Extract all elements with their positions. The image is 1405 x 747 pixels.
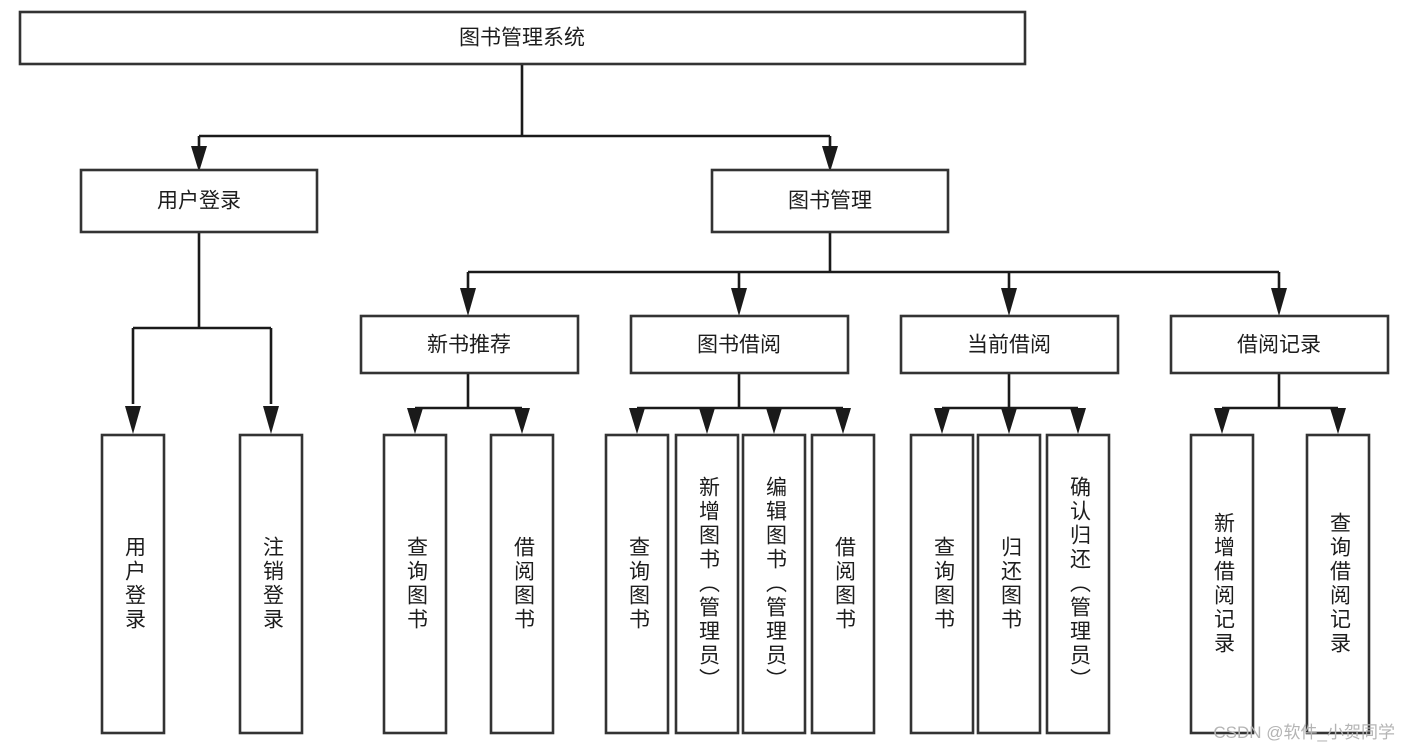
node-borrow-record-box[interactable] — [1169, 314, 1390, 375]
leaf-user-login-box[interactable] — [100, 433, 166, 735]
node-current-borrow[interactable]: 当前借阅 — [899, 314, 1120, 375]
leaf-bb-edit[interactable]: 编辑图书（管理员） — [741, 433, 807, 735]
arrow-to-leaf-cb-query — [934, 408, 950, 434]
node-book-manage[interactable]: 图书管理 — [710, 168, 950, 234]
node-root[interactable]: 图书管理系统 — [18, 10, 1027, 66]
leaf-cb-return-label: 归还图书 — [998, 536, 1022, 632]
arrow-to-leaf-bb-edit — [766, 408, 782, 434]
leaf-nb-query-box[interactable] — [382, 433, 448, 735]
leaf-rec-add-box[interactable] — [1189, 433, 1255, 735]
leaf-cb-query-label: 查询图书 — [931, 536, 955, 632]
arrow-to-leaf-nb-query — [407, 408, 423, 434]
arrow-to-book-borrow — [731, 288, 747, 316]
arrow-to-leaf-nb-borrow — [514, 408, 530, 434]
leaf-cb-confirm-box[interactable] — [1045, 433, 1111, 735]
leaf-user-login[interactable]: 用户登录 — [100, 433, 166, 735]
connector-currentborrow-to-leaves — [940, 373, 1080, 414]
leaf-cb-return-box[interactable] — [976, 433, 1042, 735]
node-book-borrow[interactable]: 图书借阅 — [629, 314, 850, 375]
node-book-borrow-box[interactable] — [629, 314, 850, 375]
leaf-bb-borrow-box[interactable] — [810, 433, 876, 735]
arrow-to-new-book — [460, 288, 476, 316]
leaf-bb-edit-label: 编辑图书（管理员） — [763, 476, 787, 692]
node-book-manage-box[interactable] — [710, 168, 950, 234]
leaf-bb-add[interactable]: 新增图书（管理员） — [674, 433, 740, 735]
leaf-nb-query[interactable]: 查询图书 — [382, 433, 448, 735]
connector-borrowrecord-to-leaves — [1220, 373, 1340, 414]
node-current-borrow-box[interactable] — [899, 314, 1120, 375]
node-borrow-record-label: 借阅记录 — [1237, 334, 1321, 357]
node-new-book-label: 新书推荐 — [427, 334, 511, 357]
leaf-bb-edit-box[interactable] — [741, 433, 807, 735]
leaf-cb-confirm-label: 确认归还（管理员） — [1067, 476, 1091, 692]
leaf-bb-query-box[interactable] — [604, 433, 670, 735]
leaf-cb-confirm[interactable]: 确认归还（管理员） — [1045, 433, 1111, 735]
node-book-borrow-label: 图书借阅 — [697, 334, 781, 357]
arrow-to-leaf-bb-add — [699, 408, 715, 434]
arrow-to-book-manage — [822, 146, 838, 172]
leaf-logout-box[interactable] — [238, 433, 304, 735]
leaf-rec-query-label: 查询借阅记录 — [1327, 512, 1351, 656]
leaf-bb-query[interactable]: 查询图书 — [604, 433, 670, 735]
arrow-to-leaf-rec-add — [1214, 408, 1230, 434]
connector-root-to-level2 — [197, 64, 832, 148]
leaf-rec-add-label: 新增借阅记录 — [1211, 512, 1235, 656]
leaf-rec-query[interactable]: 查询借阅记录 — [1305, 433, 1371, 735]
leaf-bb-add-box[interactable] — [674, 433, 740, 735]
leaf-bb-borrow-label: 借阅图书 — [832, 536, 856, 632]
node-current-borrow-label: 当前借阅 — [967, 334, 1051, 357]
leaf-nb-borrow-label: 借阅图书 — [511, 536, 535, 632]
node-user-login-label: 用户登录 — [157, 190, 241, 213]
leaf-nb-borrow[interactable]: 借阅图书 — [489, 433, 555, 735]
arrow-to-leaf-logout — [263, 406, 279, 434]
leaf-rec-add[interactable]: 新增借阅记录 — [1189, 433, 1255, 735]
leaf-nb-query-label: 查询图书 — [404, 536, 428, 632]
arrow-to-leaf-cb-return — [1001, 408, 1017, 434]
arrow-to-current-borrow — [1001, 288, 1017, 316]
arrow-to-user-login — [191, 146, 207, 172]
leaf-bb-add-label: 新增图书（管理员） — [696, 476, 720, 692]
leaf-cb-query[interactable]: 查询图书 — [909, 433, 975, 735]
arrow-to-leaf-user-login — [125, 406, 141, 434]
leaf-bb-query-label: 查询图书 — [626, 536, 650, 632]
node-borrow-record[interactable]: 借阅记录 — [1169, 314, 1390, 375]
connector-bookborrow-to-leaves — [635, 373, 845, 414]
leaf-user-login-label: 用户登录 — [122, 536, 146, 632]
node-user-login[interactable]: 用户登录 — [79, 168, 319, 234]
node-root-box[interactable] — [18, 10, 1027, 66]
node-root-label: 图书管理系统 — [459, 27, 585, 50]
csdn-watermark: CSDN @软件_小贺同学 — [1213, 723, 1395, 742]
connector-newbook-to-leaves — [413, 373, 524, 414]
leaf-rec-query-box[interactable] — [1305, 433, 1371, 735]
leaf-logout-label: 注销登录 — [260, 536, 284, 632]
connector-userlogin-to-leaves — [131, 232, 273, 404]
arrow-to-leaf-bb-borrow — [835, 408, 851, 434]
arrow-to-leaf-rec-query — [1330, 408, 1346, 434]
arrow-to-leaf-bb-query — [629, 408, 645, 434]
connector-layer — [125, 64, 1346, 434]
node-book-manage-label: 图书管理 — [788, 190, 872, 213]
leaf-bb-borrow[interactable]: 借阅图书 — [810, 433, 876, 735]
leaf-cb-query-box[interactable] — [909, 433, 975, 735]
node-new-book[interactable]: 新书推荐 — [359, 314, 580, 375]
arrow-to-leaf-cb-confirm — [1070, 408, 1086, 434]
node-new-book-box[interactable] — [359, 314, 580, 375]
node-user-login-box[interactable] — [79, 168, 319, 234]
connector-bookmanage-to-level3 — [466, 232, 1281, 288]
arrow-to-borrow-record — [1271, 288, 1287, 316]
leaf-cb-return[interactable]: 归还图书 — [976, 433, 1042, 735]
leaf-logout[interactable]: 注销登录 — [238, 433, 304, 735]
leaf-nb-borrow-box[interactable] — [489, 433, 555, 735]
